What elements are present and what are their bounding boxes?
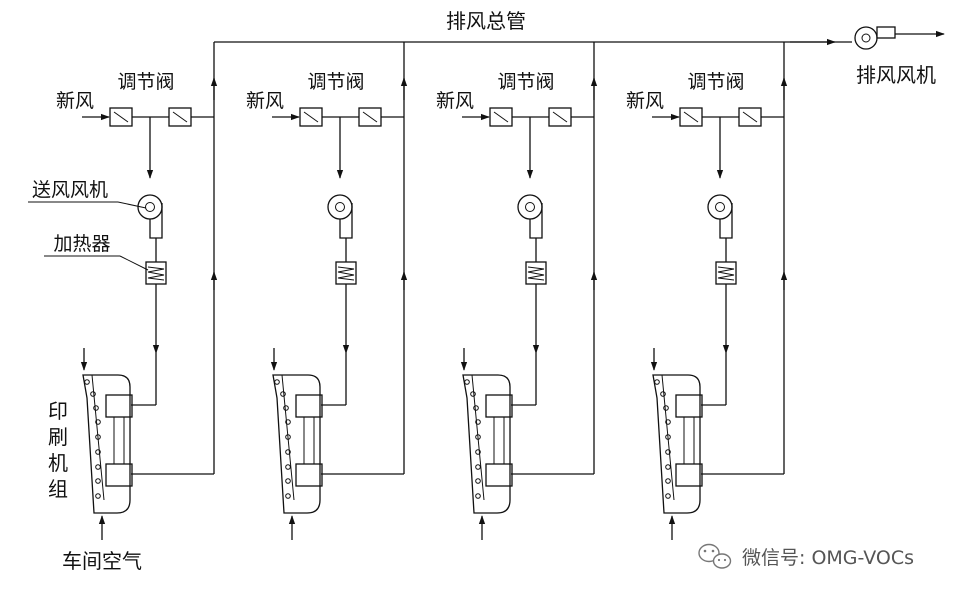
press-hole [285, 464, 291, 470]
process-unit: 新风 调节阀 [246, 42, 408, 540]
damper-valve [679, 107, 703, 127]
exhaust-fan [854, 26, 945, 50]
valve-label: 调节阀 [687, 71, 744, 93]
press-unit-char: 组 [48, 477, 68, 501]
damper-valve [168, 107, 192, 127]
workshop-air-label: 车间空气 [62, 549, 142, 573]
fresh-air-label: 新风 [246, 90, 284, 112]
press-hole [464, 379, 470, 385]
heater-label: 加热器 [53, 233, 110, 255]
press-hole [475, 449, 481, 455]
printing-unit [462, 374, 513, 514]
press-hole [90, 391, 96, 397]
press-hole [665, 449, 671, 455]
damper-valve [299, 107, 323, 127]
valve-label: 调节阀 [117, 71, 174, 93]
press-hole [95, 464, 101, 470]
fresh-air-label: 新风 [56, 90, 94, 112]
press-hole [95, 478, 101, 484]
press-hole [475, 419, 481, 425]
watermark-text: 微信号: OMG-VOCs [742, 547, 914, 569]
press-hole [475, 434, 481, 440]
valve-label: 调节阀 [307, 71, 364, 93]
press-hole [93, 405, 99, 411]
damper-valve [358, 107, 382, 127]
press-upper-hood [295, 394, 323, 418]
process-unit: 新风 调节阀 [626, 42, 788, 540]
press-lower-hood [295, 463, 323, 487]
printing-unit [82, 374, 133, 514]
supply-fan [517, 194, 543, 239]
header-label: 排风总管 [446, 9, 526, 33]
press-hole [285, 493, 291, 499]
press-hole [660, 391, 666, 397]
heater [715, 261, 737, 285]
press-hole [274, 379, 280, 385]
printing-unit [272, 374, 323, 514]
press-hole [95, 419, 101, 425]
supply-fan [137, 194, 163, 239]
press-hole [283, 405, 289, 411]
press-hole [475, 493, 481, 499]
press-hole [665, 434, 671, 440]
press-hole [663, 405, 669, 411]
supply-fan-label: 送风风机 [32, 179, 108, 201]
damper-valve [548, 107, 572, 127]
press-hole [665, 464, 671, 470]
damper-valve [489, 107, 513, 127]
press-hole [665, 493, 671, 499]
press-hole [84, 379, 90, 385]
damper-valve [738, 107, 762, 127]
heater [525, 261, 547, 285]
press-upper-hood [105, 394, 133, 418]
press-unit-char: 刷 [48, 425, 68, 449]
press-hole [95, 434, 101, 440]
press-hole [285, 434, 291, 440]
press-hole [95, 493, 101, 499]
exhaust-fan-label: 排风风机 [856, 63, 936, 87]
press-unit-char: 机 [48, 451, 68, 475]
fresh-air-label: 新风 [626, 90, 664, 112]
press-upper-hood [485, 394, 513, 418]
press-lower-hood [675, 463, 703, 487]
process-unit: 新风 调节阀 [56, 42, 218, 540]
press-hole [475, 478, 481, 484]
fresh-air-label: 新风 [436, 90, 474, 112]
valve-label: 调节阀 [497, 71, 554, 93]
press-hole [285, 449, 291, 455]
press-hole [473, 405, 479, 411]
supply-fan-leader [117, 201, 147, 209]
heater [335, 261, 357, 285]
damper-valve [109, 107, 133, 127]
printing-unit [652, 374, 703, 514]
press-hole [665, 478, 671, 484]
press-unit-label: 印 刷 机 组 [48, 399, 68, 501]
press-hole [285, 478, 291, 484]
press-hole [95, 449, 101, 455]
wechat-icon [698, 543, 732, 569]
press-lower-hood [105, 463, 133, 487]
process-unit: 新风 调节阀 [436, 42, 598, 540]
heater [145, 261, 167, 285]
supply-fan [707, 194, 733, 239]
press-hole [665, 419, 671, 425]
press-lower-hood [485, 463, 513, 487]
press-hole [280, 391, 286, 397]
press-hole [470, 391, 476, 397]
press-upper-hood [675, 394, 703, 418]
press-unit-char: 印 [48, 399, 68, 423]
watermark: 微信号: OMG-VOCs [698, 543, 914, 569]
press-hole [654, 379, 660, 385]
supply-fan [327, 194, 353, 239]
press-hole [475, 464, 481, 470]
press-hole [285, 419, 291, 425]
heater-leader [119, 255, 149, 271]
